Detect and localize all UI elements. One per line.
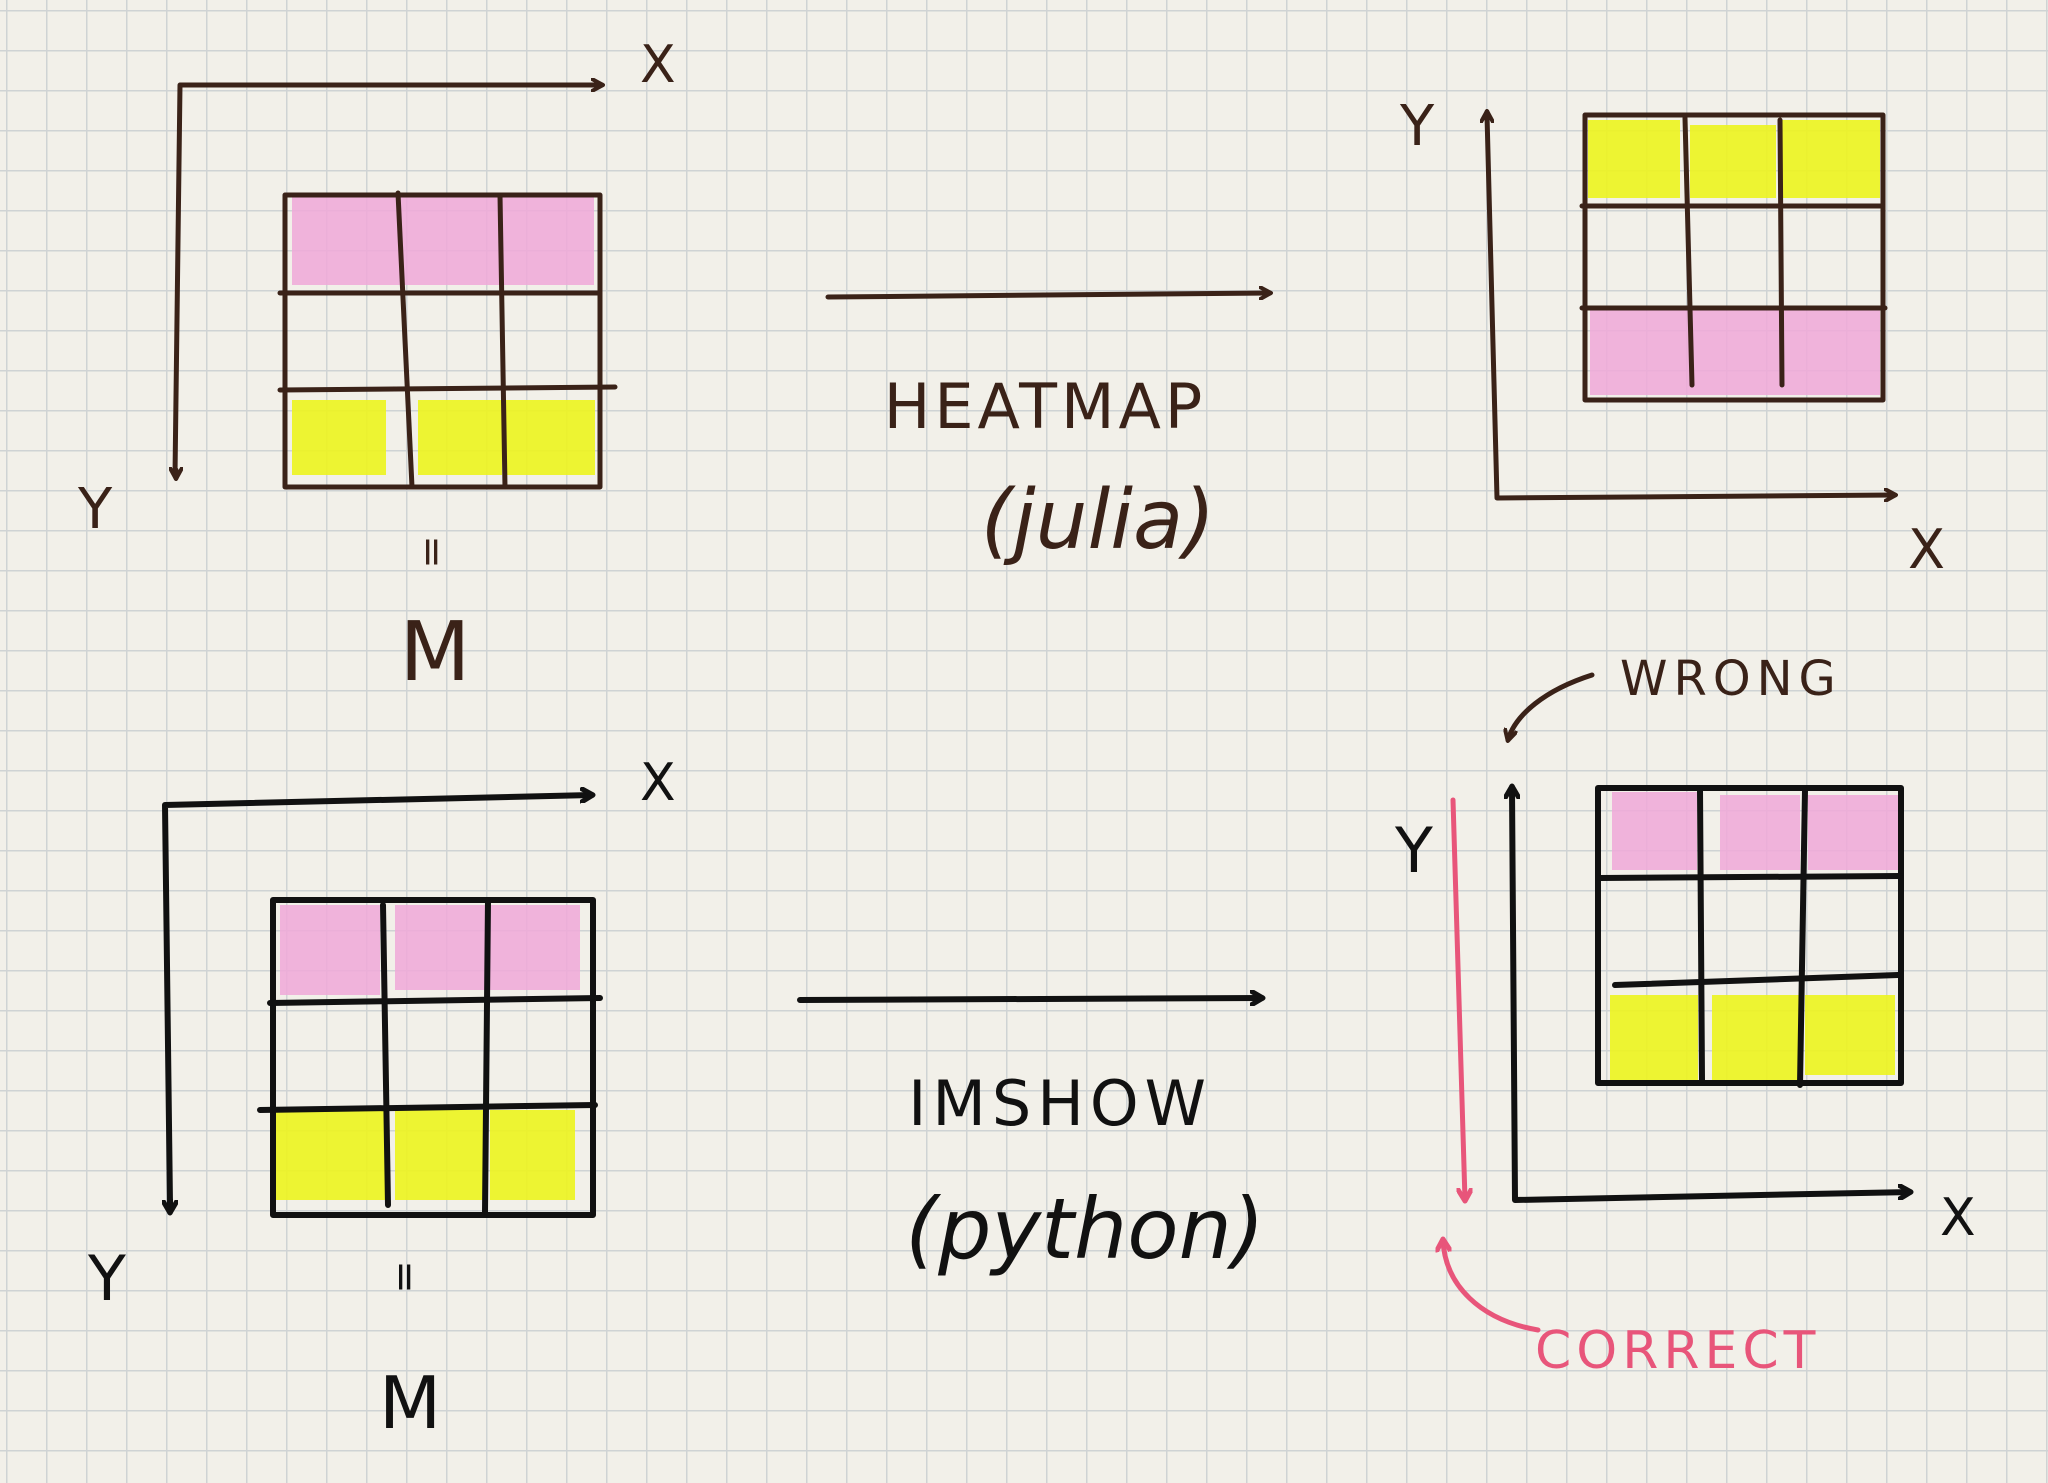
python-input-yellow-cell xyxy=(395,1110,485,1200)
python-output-grid-border xyxy=(1595,785,1904,1086)
python-output-yellow-cell xyxy=(1610,995,1698,1080)
python-input-matrix xyxy=(257,897,603,1218)
julia-input-grid-line xyxy=(395,190,415,490)
julia-output-yellow-cell xyxy=(1588,120,1680,198)
python-output-grid-line xyxy=(1612,972,1901,988)
julia-output-grid-line xyxy=(1682,115,1695,388)
julia-output-grid-line xyxy=(1777,117,1785,388)
python-input-panel: X Y = M xyxy=(87,753,676,1445)
julia-input-yellow-cell xyxy=(505,400,595,475)
python-input-matrix-label: M xyxy=(379,1361,441,1445)
julia-output-pink-row xyxy=(1590,310,1880,395)
heatmap-arrow xyxy=(825,293,1270,297)
python-input-grid-border xyxy=(270,897,596,1218)
julia-input-equals: = xyxy=(409,535,455,569)
julia-input-grid-border xyxy=(282,192,603,490)
julia-input-y-label: Y xyxy=(77,477,113,542)
python-output-pink-cell xyxy=(1808,795,1898,870)
python-input-yellow-cell xyxy=(490,1110,575,1200)
heatmap-transform: HEATMAP (julia) xyxy=(825,293,1270,568)
julia-input-x-label: X xyxy=(640,35,676,95)
julia-input-yellow-cell xyxy=(292,400,386,475)
julia-output-yellow-cell xyxy=(1690,125,1776,198)
correct-pointer-arrow xyxy=(1443,1240,1541,1333)
python-output-grid-line xyxy=(1797,787,1808,1088)
julia-output-y-label: Y xyxy=(1399,94,1435,159)
python-input-pink-cell xyxy=(280,905,380,995)
python-output-yellow-cell xyxy=(1712,995,1800,1080)
python-output-grid-line xyxy=(1697,787,1705,1083)
python-input-pink-cell xyxy=(395,905,485,990)
julia-output-panel: X Y xyxy=(1399,94,1945,581)
julia-input-matrix-label: M xyxy=(400,605,471,700)
imshow-language-label: (python) xyxy=(905,1180,1264,1278)
python-input-equals: = xyxy=(382,1260,428,1294)
julia-input-x-axis xyxy=(172,85,602,478)
python-input-grid-line xyxy=(482,897,491,1215)
python-output-yellow-cell xyxy=(1805,995,1895,1075)
julia-output-yellow-cell xyxy=(1780,120,1880,198)
julia-input-matrix xyxy=(277,190,618,490)
correct-label: CORRECT xyxy=(1535,1321,1820,1381)
wrong-annotation: WRONG xyxy=(1508,651,1842,740)
wrong-pointer-arrow xyxy=(1508,672,1595,740)
python-input-x-axis xyxy=(162,795,592,1208)
python-output-x-label: X xyxy=(1940,1188,1976,1248)
wrong-label: WRONG xyxy=(1620,651,1842,707)
correct-annotation: CORRECT xyxy=(1443,797,1820,1381)
python-input-y-label: Y xyxy=(87,1242,126,1315)
python-input-pink-cell xyxy=(490,905,580,990)
python-output-pink-cell xyxy=(1612,792,1697,870)
julia-output-x-label: X xyxy=(1908,518,1945,581)
python-output-matrix xyxy=(1595,785,1904,1088)
heatmap-language-label: (julia) xyxy=(981,473,1216,568)
julia-input-pink-row xyxy=(292,197,594,285)
python-input-yellow-cell xyxy=(275,1110,385,1200)
python-input-grid-line xyxy=(267,995,603,1006)
python-output-pink-cell xyxy=(1720,795,1800,870)
python-input-grid-line xyxy=(257,1102,598,1113)
imshow-transform: IMSHOW (python) xyxy=(797,998,1265,1278)
julia-input-yellow-cell xyxy=(418,400,502,475)
python-output-y-label: Y xyxy=(1394,814,1433,887)
python-input-x-label: X xyxy=(640,753,676,813)
python-output-panel: X Y WRONG CORRECT xyxy=(1394,651,1976,1381)
julia-output-grid-border xyxy=(1582,112,1886,403)
julia-input-panel: X Y = M xyxy=(77,35,676,700)
heatmap-label: HEATMAP xyxy=(884,370,1207,443)
julia-output-x-axis xyxy=(1484,112,1895,498)
imshow-label: IMSHOW xyxy=(908,1067,1212,1140)
python-input-grid-line xyxy=(380,902,391,1208)
imshow-arrow xyxy=(797,998,1262,1000)
python-output-grid-line xyxy=(1597,873,1903,881)
julia-output-matrix xyxy=(1579,112,1888,403)
julia-input-grid-line xyxy=(277,384,618,393)
correct-y-axis-arrow xyxy=(1450,797,1465,1200)
julia-input-grid-line xyxy=(497,192,508,490)
python-output-x-axis xyxy=(1509,787,1910,1203)
